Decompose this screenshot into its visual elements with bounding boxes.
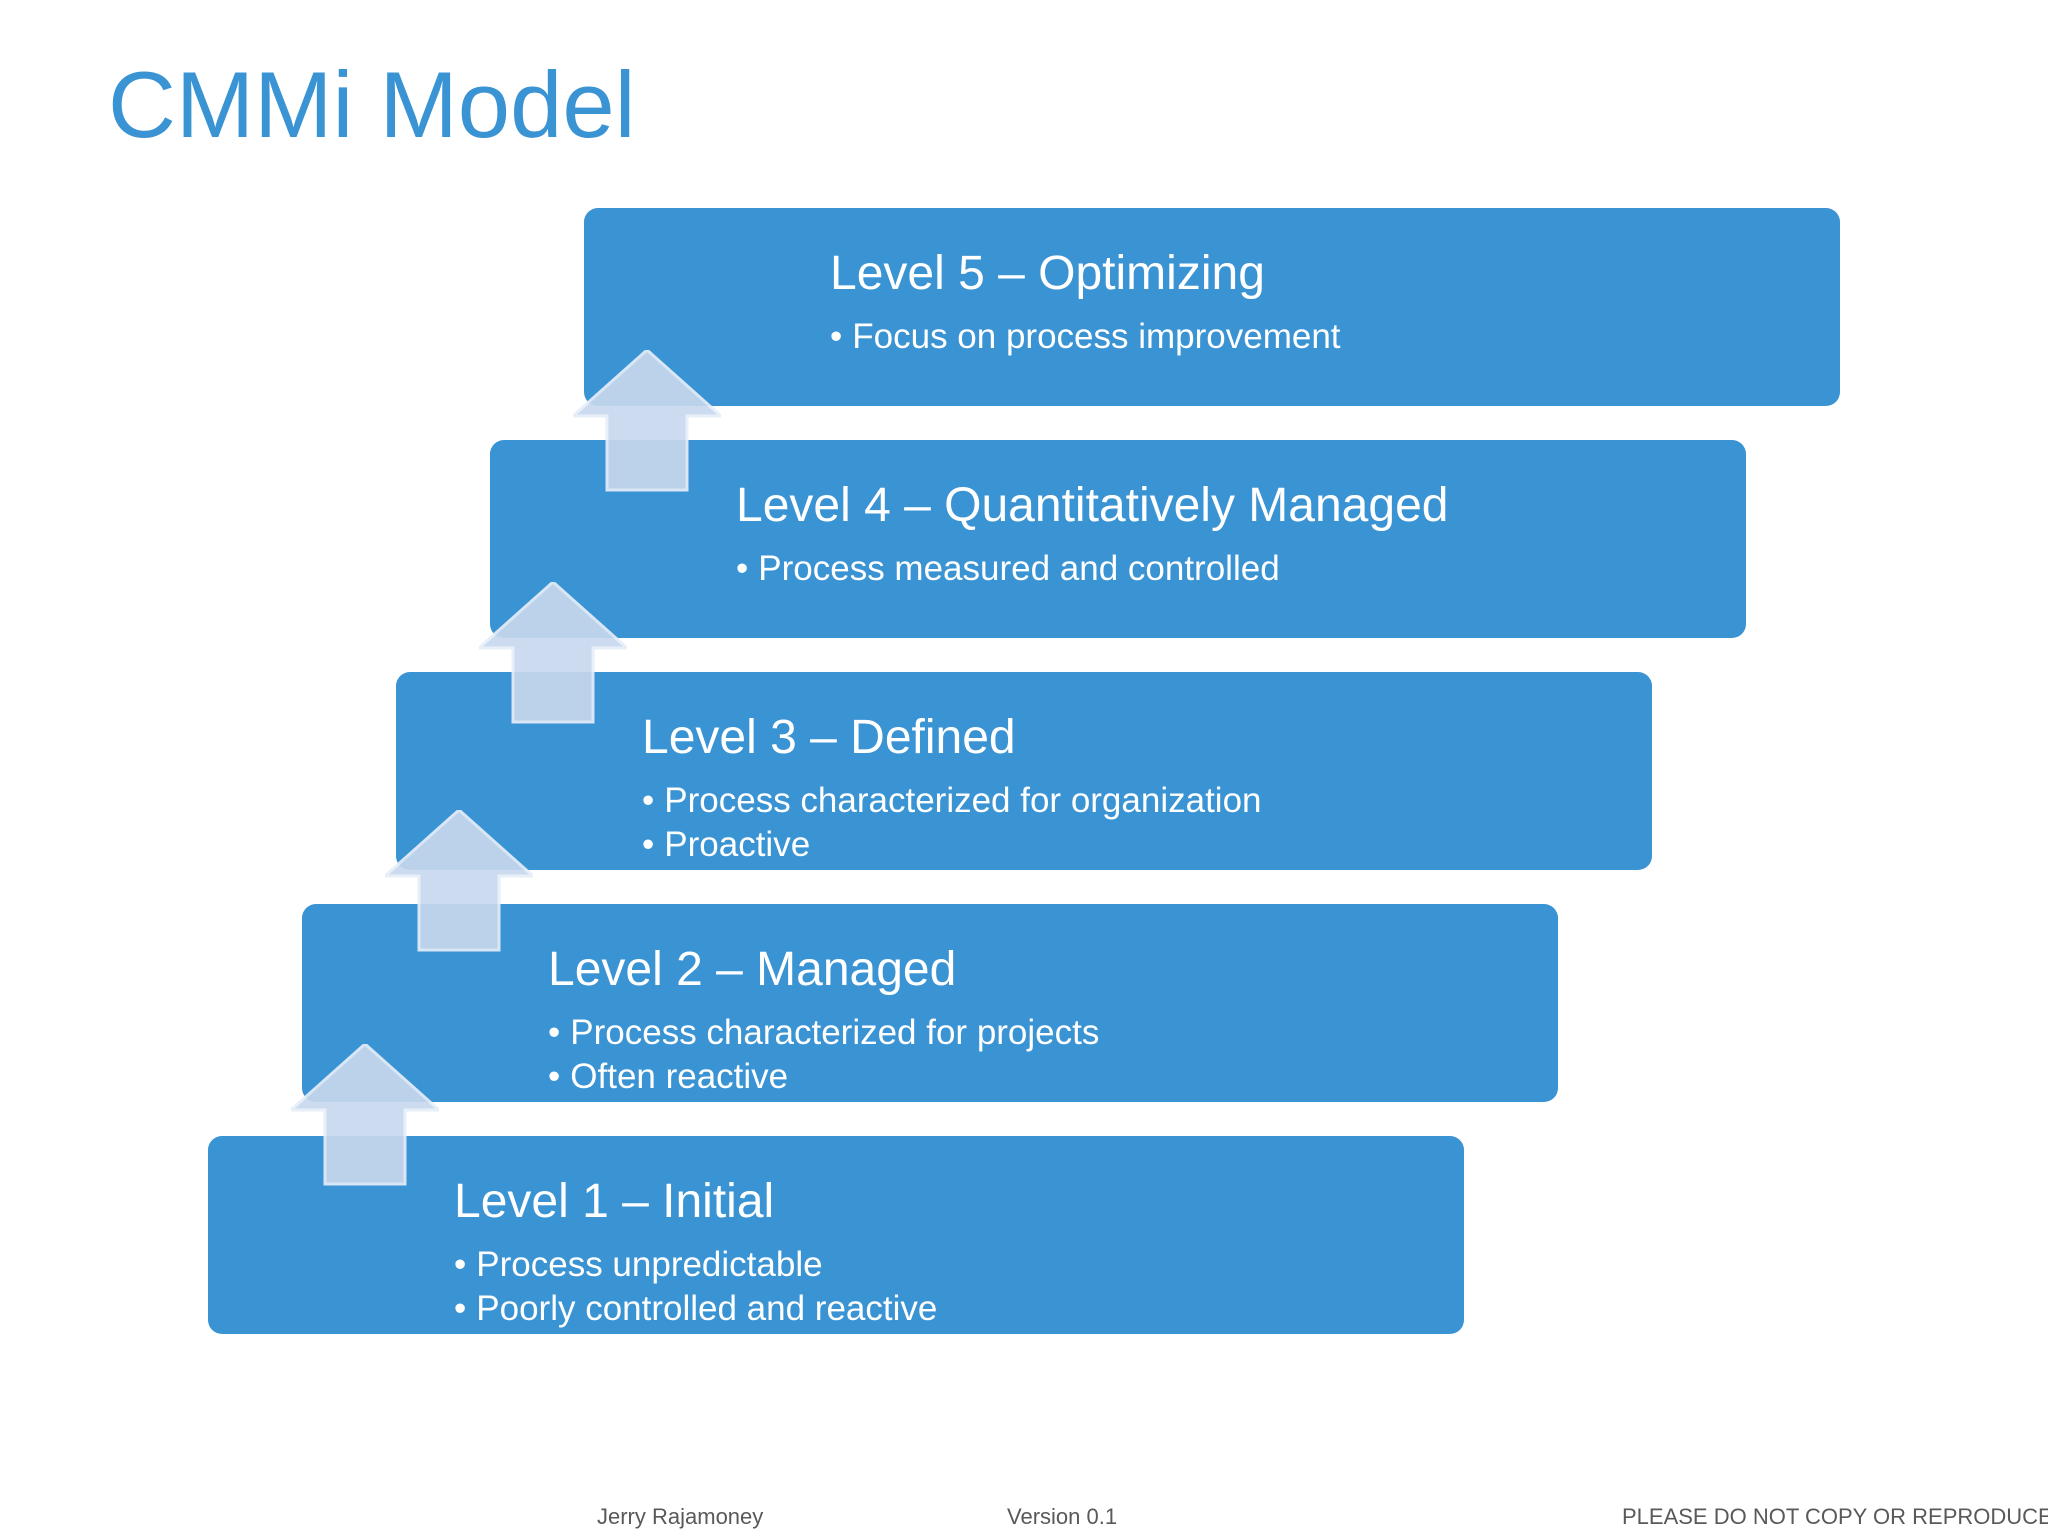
level-1-text: Level 1 – Initial Process unpredictable … [454, 1175, 937, 1331]
level-2-bullet-1: Process characterized for projects [548, 1011, 1099, 1055]
level-1-bullet-2: Poorly controlled and reactive [454, 1287, 937, 1331]
level-1-bullet-1: Process unpredictable [454, 1243, 937, 1287]
level-3-box: Level 3 – Defined Process characterized … [396, 672, 1652, 870]
level-3-bullets: Process characterized for organization P… [642, 779, 1262, 867]
level-1-title: Level 1 – Initial [454, 1175, 775, 1228]
level-3-title: Level 3 – Defined [642, 711, 1016, 764]
level-4-text: Level 4 – Quantitatively Managed Process… [736, 479, 1449, 591]
level-2-bullet-2: Often reactive [548, 1055, 1099, 1099]
up-arrow-icon [573, 350, 721, 492]
level-1-bullets: Process unpredictable Poorly controlled … [454, 1243, 937, 1331]
level-4-title: Level 4 – Quantitatively Managed [736, 479, 1449, 532]
level-5-bullets: Focus on process improvement [830, 315, 1340, 359]
up-arrow-icon [385, 810, 533, 952]
footer-author: Jerry Rajamoney [597, 1504, 764, 1529]
level-5-box: Level 5 – Optimizing Focus on process im… [584, 208, 1840, 406]
level-2-title: Level 2 – Managed [548, 943, 957, 996]
level-4-bullets: Process measured and controlled [736, 547, 1448, 591]
level-4-bullet-1: Process measured and controlled [736, 547, 1448, 591]
level-3-text: Level 3 – Defined Process characterized … [642, 711, 1262, 867]
level-3-bullet-1: Process characterized for organization [642, 779, 1261, 823]
level-5-title: Level 5 – Optimizing [830, 247, 1265, 300]
footer-notice: PLEASE DO NOT COPY OR REPRODUCE [1622, 1504, 2048, 1529]
up-arrow-icon [479, 582, 627, 724]
slide-title: CMMi Model [108, 52, 636, 157]
level-4-box: Level 4 – Quantitatively Managed Process… [490, 440, 1746, 638]
level-3-bullet-2: Proactive [642, 823, 1262, 867]
footer-version: Version 0.1 [1007, 1504, 1118, 1529]
level-2-box: Level 2 – Managed Process characterized … [302, 904, 1558, 1102]
level-2-bullets: Process characterized for projects Often… [548, 1011, 1099, 1099]
up-arrow-icon [291, 1044, 439, 1186]
level-1-box: Level 1 – Initial Process unpredictable … [208, 1136, 1464, 1334]
level-5-text: Level 5 – Optimizing Focus on process im… [830, 247, 1341, 359]
level-5-bullet-1: Focus on process improvement [830, 315, 1340, 359]
level-2-text: Level 2 – Managed Process characterized … [548, 943, 1099, 1099]
